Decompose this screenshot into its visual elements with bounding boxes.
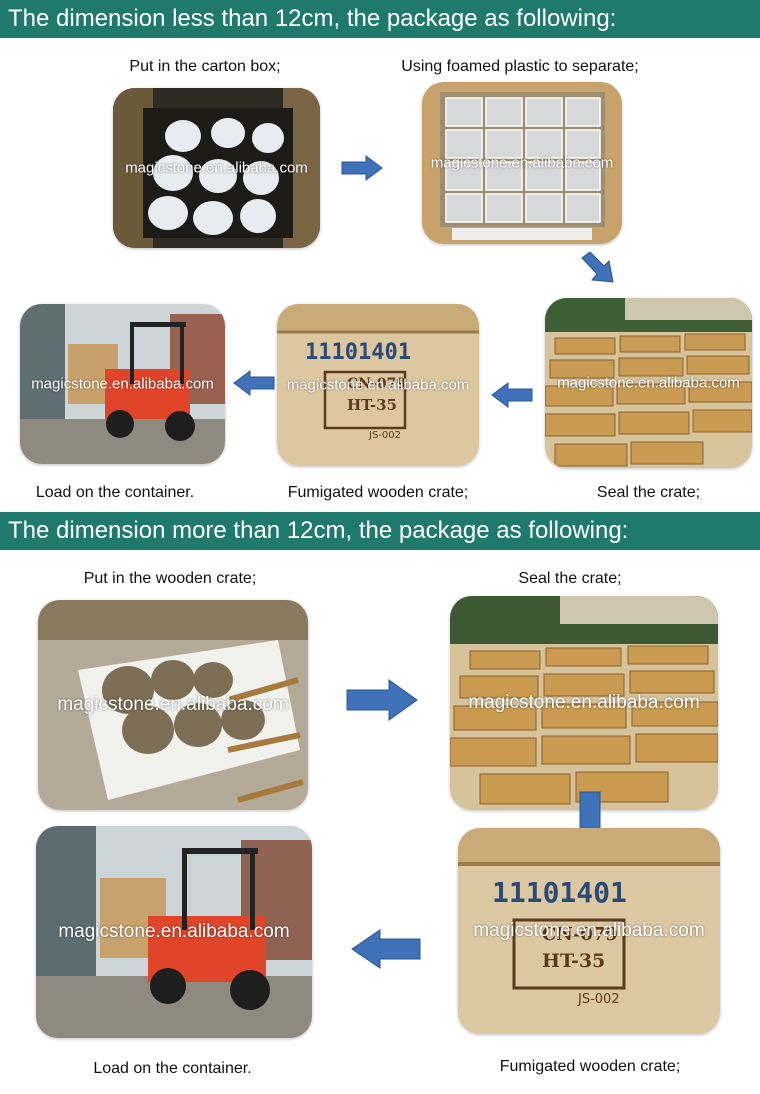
- photo-seal-crate: magicstone.en.alibaba.com: [545, 298, 752, 468]
- flow-arrow-icon: [340, 155, 384, 181]
- caption-carton-box: Put in the carton box;: [129, 58, 281, 75]
- section-2-title: The dimension more than 12cm, the packag…: [0, 512, 760, 550]
- stamp-number: 11101401: [492, 876, 627, 909]
- flow-arrow-icon: [232, 370, 276, 396]
- watermark: magicstone.en.alibaba.com: [430, 154, 614, 172]
- watermark: magicstone.en.alibaba.com: [58, 921, 290, 942]
- stamp-ht: HT-35: [542, 950, 606, 972]
- flow-arrow-icon: [490, 382, 534, 408]
- section-1-title: The dimension less than 12cm, the packag…: [0, 0, 760, 38]
- caption-wooden-crate: Put in the wooden crate;: [83, 570, 257, 587]
- caption-fumigated-crate-2: Fumigated wooden crate;: [499, 1058, 681, 1075]
- stamp-js: JS-002: [369, 430, 401, 441]
- stamp-code: CN-079: [347, 376, 406, 392]
- flow-arrow-icon: [350, 928, 422, 970]
- photo-foamed-plastic: magicstone.en.alibaba.com: [422, 82, 622, 244]
- watermark: magicstone.en.alibaba.com: [31, 375, 214, 393]
- watermark: magicstone.en.alibaba.com: [468, 692, 700, 713]
- caption-load-container: Load on the container.: [35, 484, 195, 501]
- photo-seal-crate-2: magicstone.en.alibaba.com: [450, 596, 718, 810]
- watermark: magicstone.en.alibaba.com: [557, 374, 740, 392]
- photo-wooden-crate: magicstone.en.alibaba.com: [38, 600, 308, 810]
- watermark: magicstone.en.alibaba.com: [473, 920, 705, 941]
- photo-fumigated-crate: 11101401 CN-079 HT-35 JS-002 magicstone.…: [277, 304, 479, 466]
- stamp-ht: HT-35: [347, 396, 397, 414]
- flow-arrow-icon: [578, 250, 618, 286]
- watermark: magicstone.en.alibaba.com: [125, 159, 308, 177]
- stamp-number: 11101401: [305, 340, 411, 365]
- photo-load-container: magicstone.en.alibaba.com: [20, 304, 225, 464]
- photo-fumigated-crate-2: 11101401 CN-079 HT-35 JS-002 magicstone.…: [458, 828, 720, 1034]
- caption-seal-crate-2: Seal the crate;: [518, 570, 622, 587]
- watermark: magicstone.en.alibaba.com: [286, 376, 470, 394]
- caption-load-container-2: Load on the container.: [93, 1060, 252, 1077]
- photo-load-container-2: magicstone.en.alibaba.com: [36, 826, 312, 1038]
- watermark: magicstone.en.alibaba.com: [57, 694, 289, 715]
- photo-carton-box: magicstone.en.alibaba.com: [113, 88, 320, 248]
- stamp-code: CN-079: [542, 924, 618, 945]
- caption-fumigated-crate: Fumigated wooden crate;: [287, 484, 469, 501]
- caption-seal-crate: Seal the crate;: [596, 484, 701, 501]
- caption-foamed-plastic: Using foamed plastic to separate;: [401, 58, 639, 75]
- stamp-js: JS-002: [578, 992, 620, 1007]
- flow-arrow-icon: [345, 678, 419, 722]
